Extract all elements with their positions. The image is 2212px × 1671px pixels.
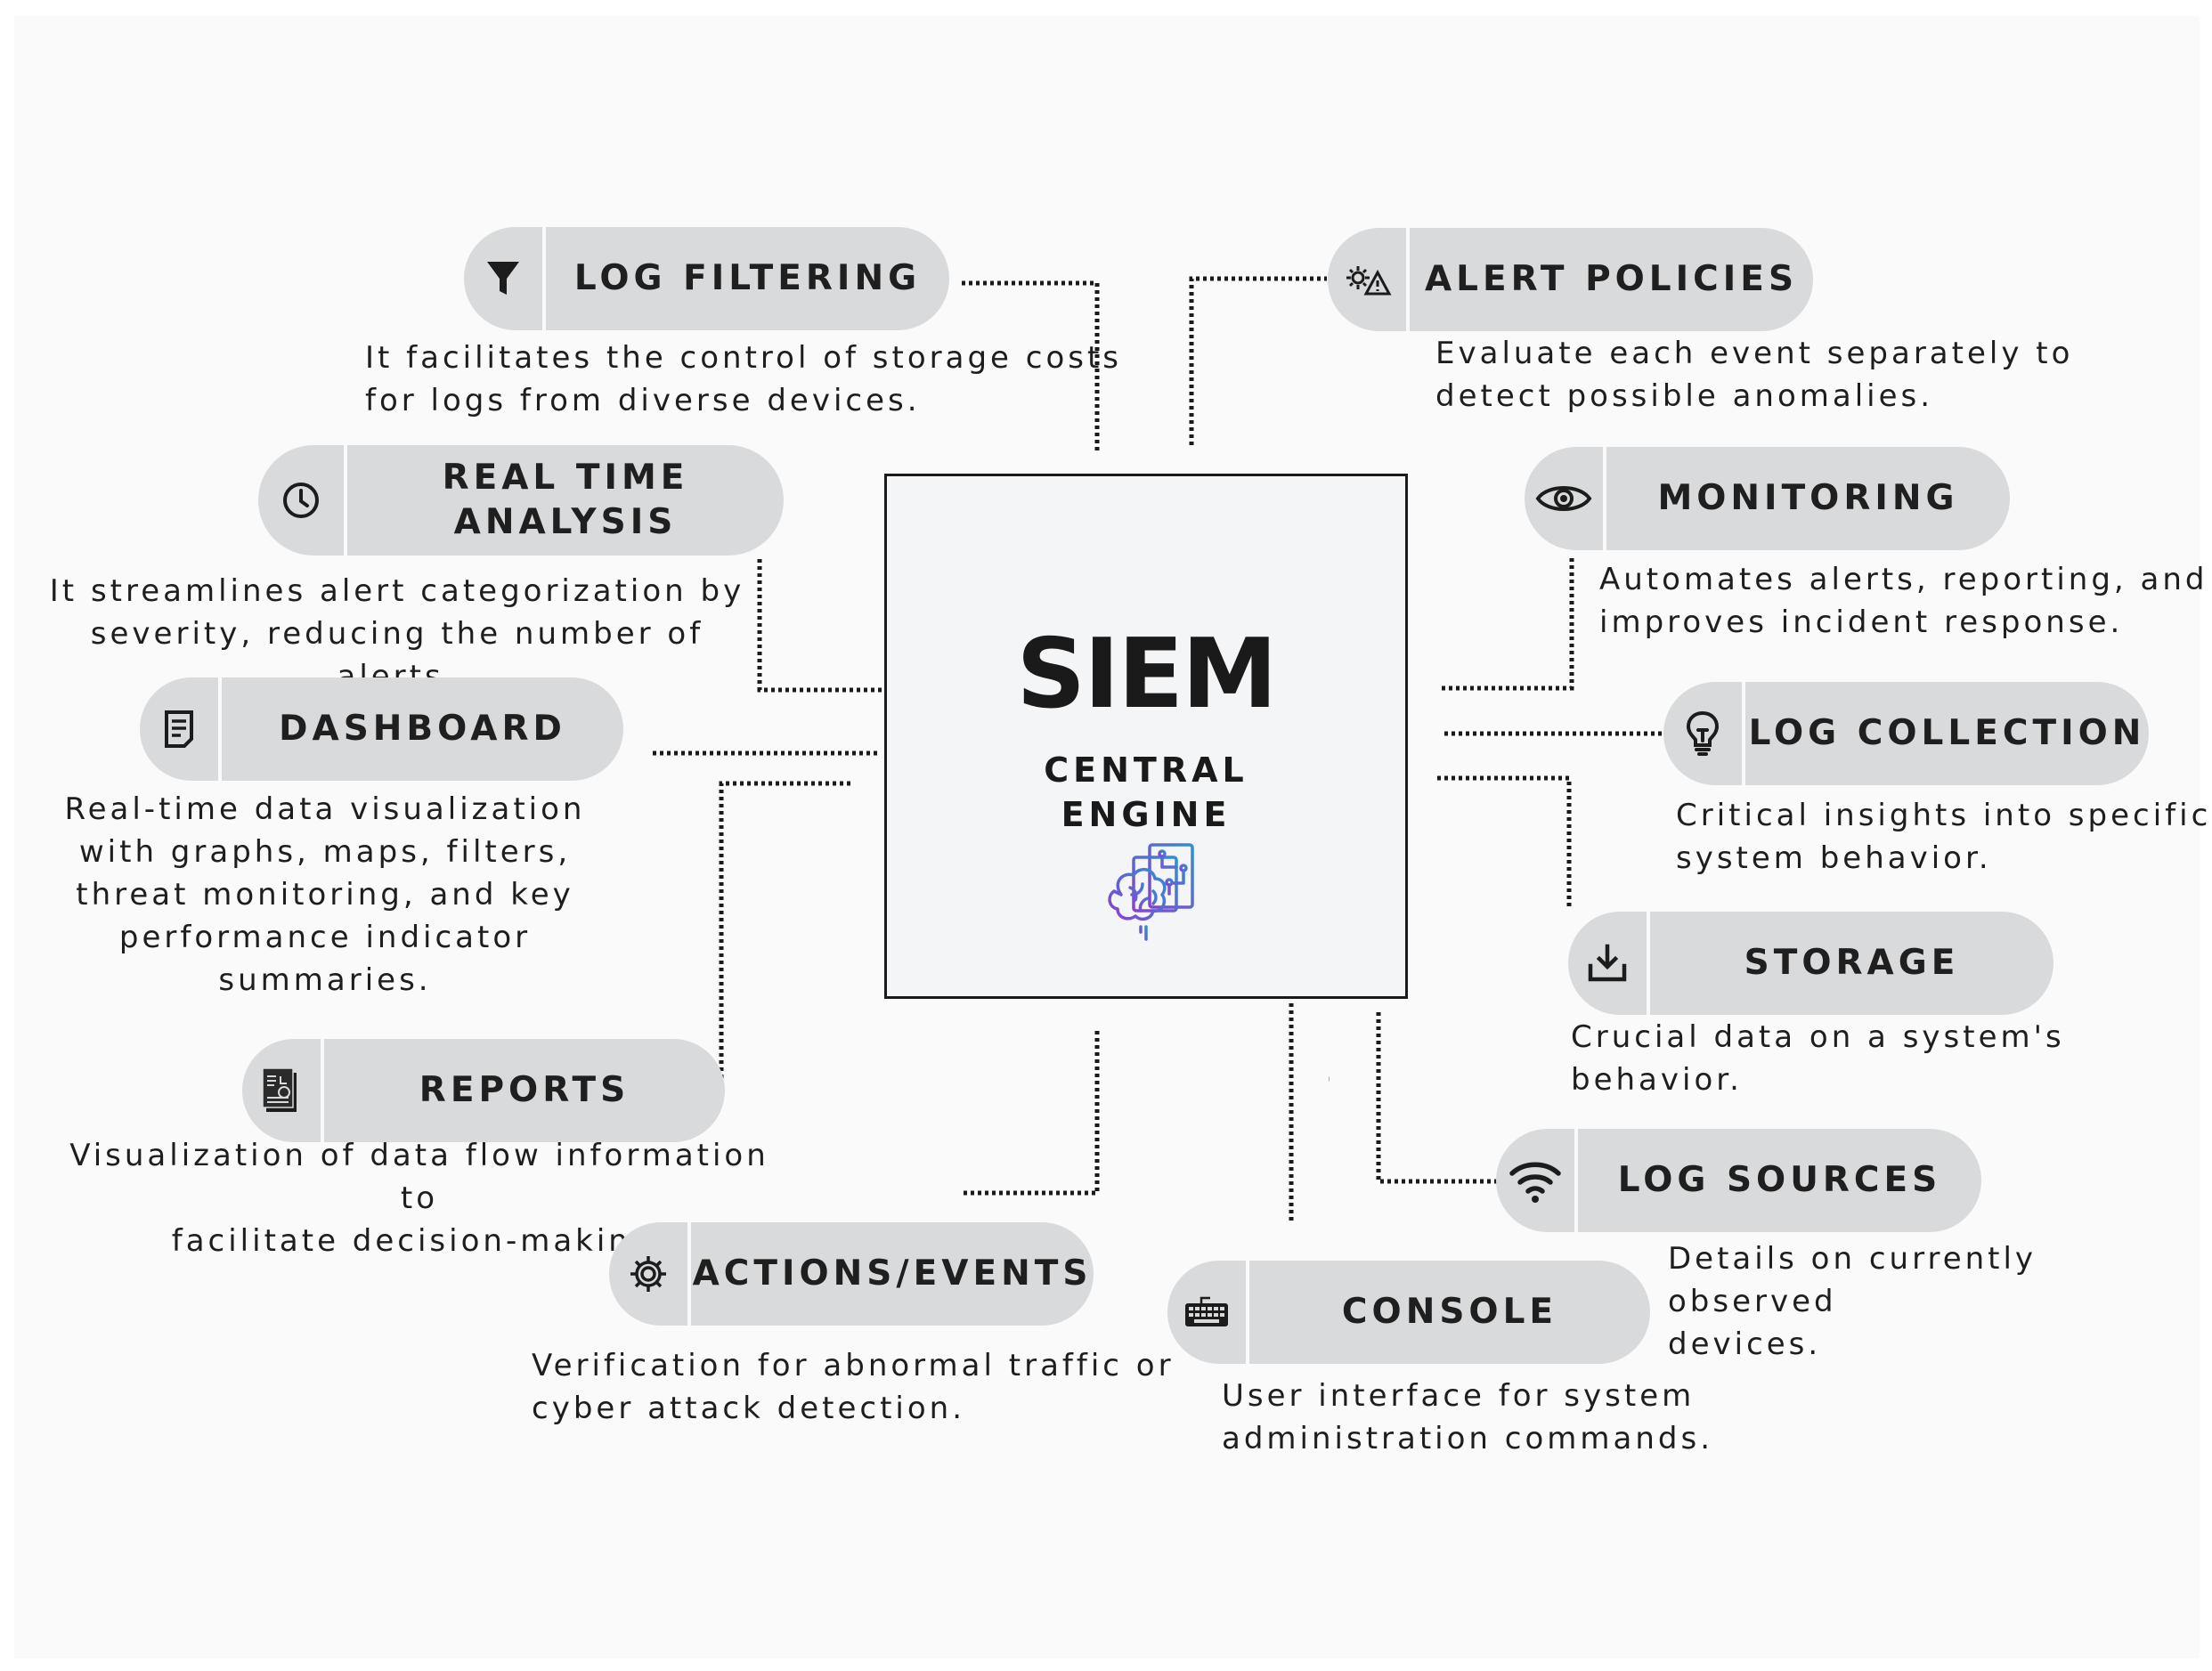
monitoring-description: Automates alerts, reporting, and improve…	[1599, 562, 2208, 640]
node-label: REPORTS	[419, 1070, 630, 1110]
actions-events-node: ACTIONS/EVENTS	[609, 1222, 1094, 1326]
lightbulb-icon	[1663, 682, 1745, 785]
dashboard-node: DASHBOARD	[140, 677, 623, 781]
log-filtering-node: LOG FILTERING	[464, 227, 949, 330]
alert-gear-icon	[1328, 228, 1410, 331]
log-collection-description: Critical insights into specific system b…	[1676, 798, 2212, 876]
node-label: CONSOLE	[1341, 1292, 1558, 1332]
eye-icon	[1525, 447, 1606, 550]
hub-title: SIEM	[1016, 619, 1277, 730]
reports-node: REPORTS	[242, 1039, 725, 1142]
keyboard-icon	[1167, 1261, 1249, 1364]
gear-icon	[609, 1222, 691, 1326]
connector-storage	[1437, 775, 1572, 910]
log-sources-description: Details on currently observed devices.	[1668, 1241, 2037, 1362]
real-time-analysis-node: REAL TIME ANALYSIS	[258, 445, 784, 556]
actions-events-description: Verification for abnormal traffic or cyb…	[532, 1348, 1175, 1426]
monitoring-node: MONITORING	[1525, 447, 2010, 550]
node-label: LOG SOURCES	[1617, 1160, 1942, 1200]
node-label: LOG COLLECTION	[1748, 713, 2146, 753]
connector-reports	[719, 781, 850, 1079]
node-label: STORAGE	[1744, 943, 1960, 983]
connector-log-filtering	[962, 280, 1100, 452]
document-icon	[140, 677, 222, 781]
log-collection-node: LOG COLLECTION	[1663, 682, 2149, 785]
brain-circuit-icon	[1108, 843, 1194, 941]
storage-node: STORAGE	[1568, 912, 2053, 1015]
log-filtering-description: It facilitates the control of storage co…	[365, 340, 1123, 418]
node-label: ALERT POLICIES	[1424, 259, 1799, 299]
console-node: CONSOLE	[1167, 1261, 1650, 1364]
alert-policies-description: Evaluate each event separately to detect…	[1435, 336, 2074, 414]
alert-policies-node: ALERT POLICIES	[1328, 228, 1813, 331]
log-sources-node: LOG SOURCES	[1496, 1129, 1981, 1232]
connector-log-sources	[1376, 1012, 1498, 1184]
funnel-icon	[464, 227, 546, 330]
clock-icon	[258, 445, 347, 556]
connector-real-time-analysis	[757, 559, 882, 693]
siem-central-engine: SIEM CENTRAL ENGINE	[884, 474, 1408, 999]
reports-description: Visualization of data flow information t…	[69, 1138, 769, 1259]
console-description: User interface for system administration…	[1222, 1378, 1713, 1456]
node-label: REAL TIME ANALYSIS	[442, 458, 689, 542]
connector-monitoring	[1441, 558, 1574, 691]
download-tray-icon	[1568, 912, 1650, 1015]
node-label: DASHBOARD	[279, 709, 566, 749]
node-label: ACTIONS/EVENTS	[692, 1253, 1093, 1294]
dashboard-description: Real-time data visualization with graphs…	[64, 791, 586, 998]
connector-actions-events	[962, 1031, 1100, 1196]
hub-subtitle: CENTRAL ENGINE	[1044, 750, 1248, 834]
storage-description: Crucial data on a system's behavior.	[1571, 1019, 2065, 1098]
wifi-icon	[1496, 1129, 1578, 1232]
node-label: MONITORING	[1657, 478, 1959, 518]
report-chart-icon	[242, 1039, 324, 1142]
node-label: LOG FILTERING	[573, 258, 922, 298]
real-time-analysis-description: It streamlines alert categorization by s…	[49, 573, 745, 694]
connector-alert-policies-b	[1189, 276, 1327, 445]
